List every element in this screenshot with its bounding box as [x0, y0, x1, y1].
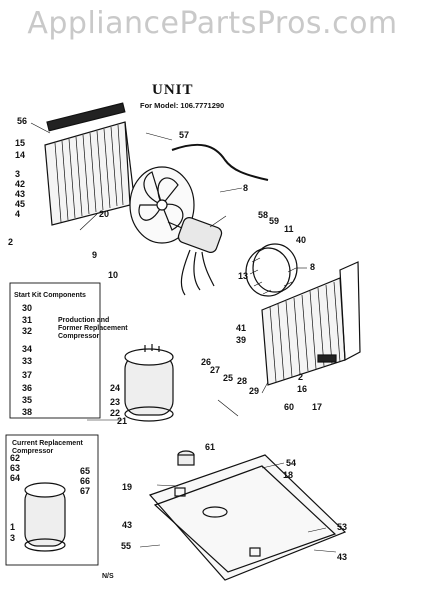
- former-compressor-line-2: Former Replacement: [58, 325, 128, 332]
- part-label: 58: [258, 210, 268, 220]
- part-label: 26: [201, 357, 211, 367]
- diagram-title: UNIT: [152, 82, 194, 98]
- part-label: 19: [122, 482, 132, 492]
- part-label: 43: [337, 552, 347, 562]
- part-label: 56: [17, 116, 27, 126]
- part-label: 41: [236, 323, 246, 333]
- part-label: 43: [15, 189, 25, 199]
- current-compressor-line-2: Compressor: [12, 448, 54, 455]
- part-label: 38: [22, 407, 32, 417]
- part-label: 3: [15, 169, 20, 179]
- part-label: 3: [10, 533, 15, 543]
- part-label: 39: [236, 335, 246, 345]
- part-label: 65: [80, 466, 90, 476]
- part-label: 36: [22, 383, 32, 393]
- evaporator-coil: [261, 261, 361, 386]
- part-label: 55: [121, 541, 131, 551]
- part-label: 54: [286, 458, 296, 468]
- blower-wheel: [245, 243, 298, 297]
- part-label: 16: [297, 384, 307, 394]
- part-label: 25: [223, 373, 233, 383]
- part-label: 21: [117, 416, 127, 426]
- part-label: 15: [15, 138, 25, 148]
- part-label: 17: [312, 402, 322, 412]
- start-kit-box-title: Start Kit Components: [14, 292, 86, 299]
- part-label: 4: [15, 209, 20, 219]
- part-label: 45: [15, 199, 25, 209]
- part-label: 23: [110, 397, 120, 407]
- part-label: 66: [80, 476, 90, 486]
- part-label: 31: [22, 315, 32, 325]
- part-label: 60: [284, 402, 294, 412]
- part-label: 63: [10, 463, 20, 473]
- part-label: 18: [283, 470, 293, 480]
- part-label: 20: [99, 209, 109, 219]
- compressor: [124, 344, 174, 422]
- part-label: 2: [298, 372, 303, 382]
- base-pan: [148, 454, 347, 581]
- former-compressor-line-1: Production and: [58, 317, 109, 324]
- part-label: 59: [269, 216, 279, 226]
- part-label: 22: [110, 408, 120, 418]
- part-number-labels: 56 15 14 3 42 43 45 4 2 20 57 8 9 10 58 …: [8, 116, 347, 562]
- part-label: 8: [243, 183, 248, 193]
- part-label: 67: [80, 486, 90, 496]
- part-label: 61: [205, 442, 215, 452]
- part-label: 28: [237, 376, 247, 386]
- part-label: 53: [337, 522, 347, 532]
- part-label: 29: [249, 386, 259, 396]
- current-compressor-line-1: Current Replacement: [12, 440, 83, 447]
- part-label: 33: [22, 356, 32, 366]
- watermark: AppliancePartsPros.com: [27, 6, 398, 41]
- part-label: 24: [110, 383, 120, 393]
- part-label: 14: [15, 150, 25, 160]
- part-label: 10: [108, 270, 118, 280]
- part-label: 37: [22, 370, 32, 380]
- part-label: 57: [179, 130, 189, 140]
- fan-blade: [129, 166, 195, 244]
- part-label: 27: [210, 365, 220, 375]
- part-label: 35: [22, 395, 32, 405]
- part-label: 1: [10, 522, 15, 532]
- part-label: 43: [122, 520, 132, 530]
- part-label: 40: [296, 235, 306, 245]
- part-label: 64: [10, 473, 20, 483]
- part-label: 62: [10, 453, 20, 463]
- part-label: 8: [310, 262, 315, 272]
- model-subtitle: For Model: 106.7771290: [140, 101, 225, 110]
- part-label: 42: [15, 179, 25, 189]
- former-compressor-line-3: Compressor: [58, 333, 100, 340]
- part-label: 9: [92, 250, 97, 260]
- part-label: 34: [22, 344, 32, 354]
- footnote: N/S: [102, 573, 114, 580]
- part-label: 13: [238, 271, 248, 281]
- part-label: 2: [8, 237, 13, 247]
- replacement-compressor: [24, 482, 66, 552]
- part-label: 30: [22, 303, 32, 313]
- condenser-coil: [44, 102, 136, 226]
- part-label: 11: [284, 224, 294, 234]
- part-label: 32: [22, 326, 32, 336]
